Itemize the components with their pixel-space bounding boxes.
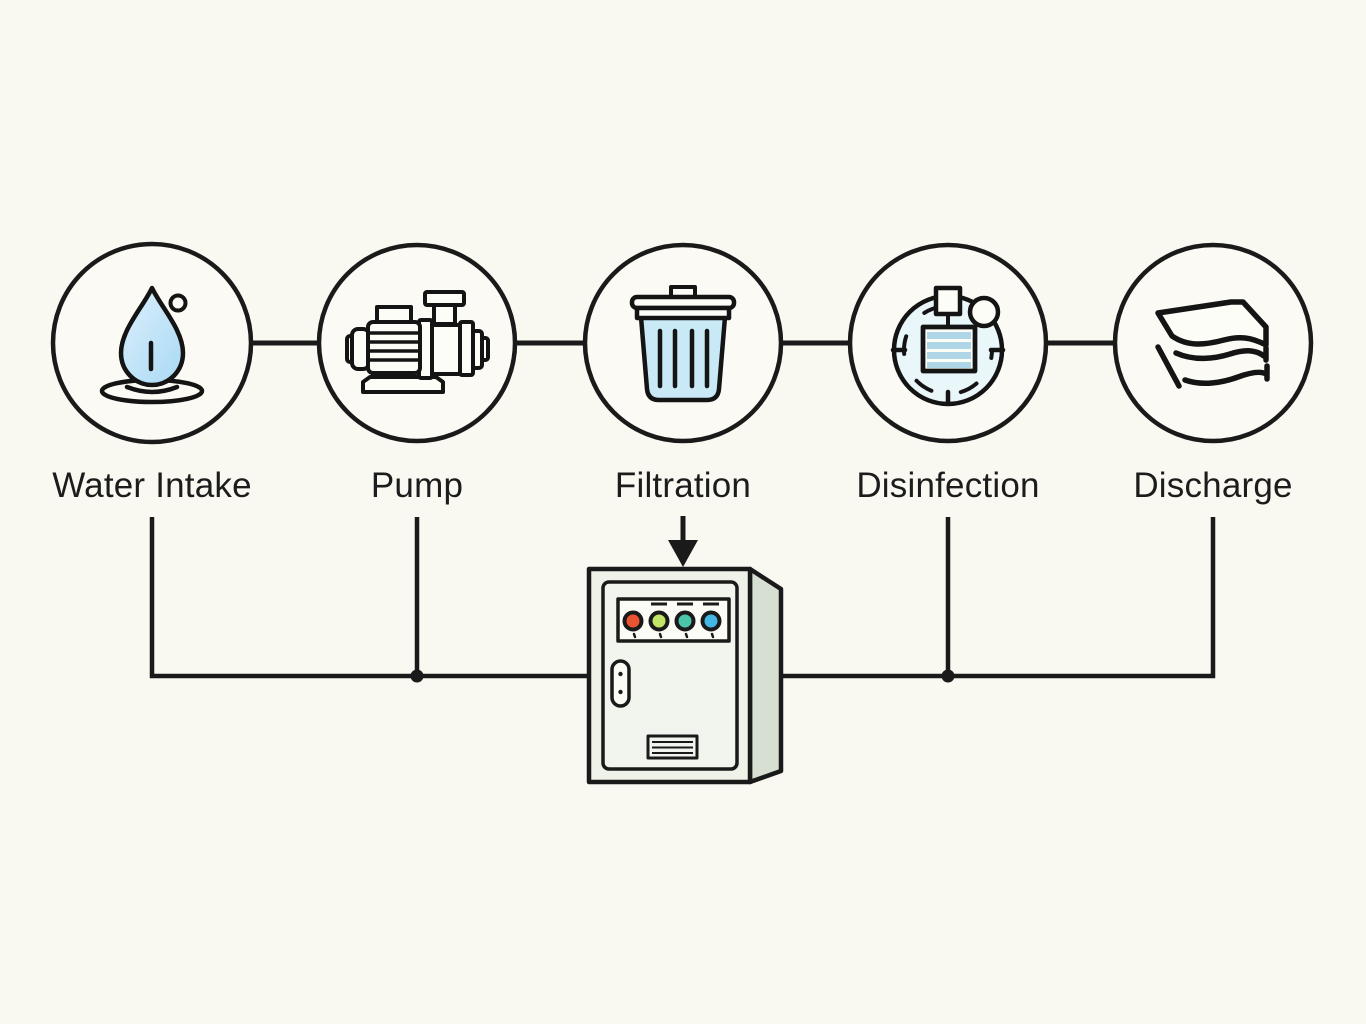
indicator-panel	[616, 597, 731, 643]
bin-body	[638, 314, 728, 403]
junction-dot	[410, 669, 424, 683]
cabinet-vent	[646, 734, 699, 760]
junction-dot	[941, 669, 955, 683]
arrow-down-icon	[668, 516, 698, 567]
cabinet-side-panel	[747, 566, 784, 785]
indicator-light	[700, 610, 722, 632]
water-drop	[118, 285, 186, 388]
control-cabinet	[586, 566, 784, 785]
indicator-light	[648, 610, 670, 632]
ripple-inner	[124, 384, 180, 395]
pump-icon	[345, 290, 490, 394]
disinfection-chamber-icon	[890, 285, 1006, 407]
control-bus	[149, 517, 1216, 679]
stage-label-pump: Pump	[370, 466, 464, 505]
cabinet-handle	[610, 659, 631, 708]
bus-line-left	[149, 517, 589, 679]
water-drop-icon	[99, 285, 205, 405]
water-bubble	[168, 293, 188, 313]
stage-label-discharge: Discharge	[1133, 466, 1293, 505]
stage-label-filtration: Filtration	[614, 466, 752, 505]
chamber-bubble	[967, 295, 1001, 329]
indicator-light	[674, 610, 696, 632]
chamber-inlet	[933, 285, 963, 317]
indicator-light	[622, 610, 644, 632]
trash-bin-icon	[629, 285, 737, 403]
bin-lid-rim	[634, 305, 732, 321]
bus-line-right	[781, 517, 1216, 679]
water-waves-icon	[1155, 299, 1270, 389]
stage-label-water-intake: Water Intake	[52, 466, 252, 505]
stage-label-disinfection: Disinfection	[856, 466, 1040, 505]
wave-sheet	[1155, 299, 1269, 348]
